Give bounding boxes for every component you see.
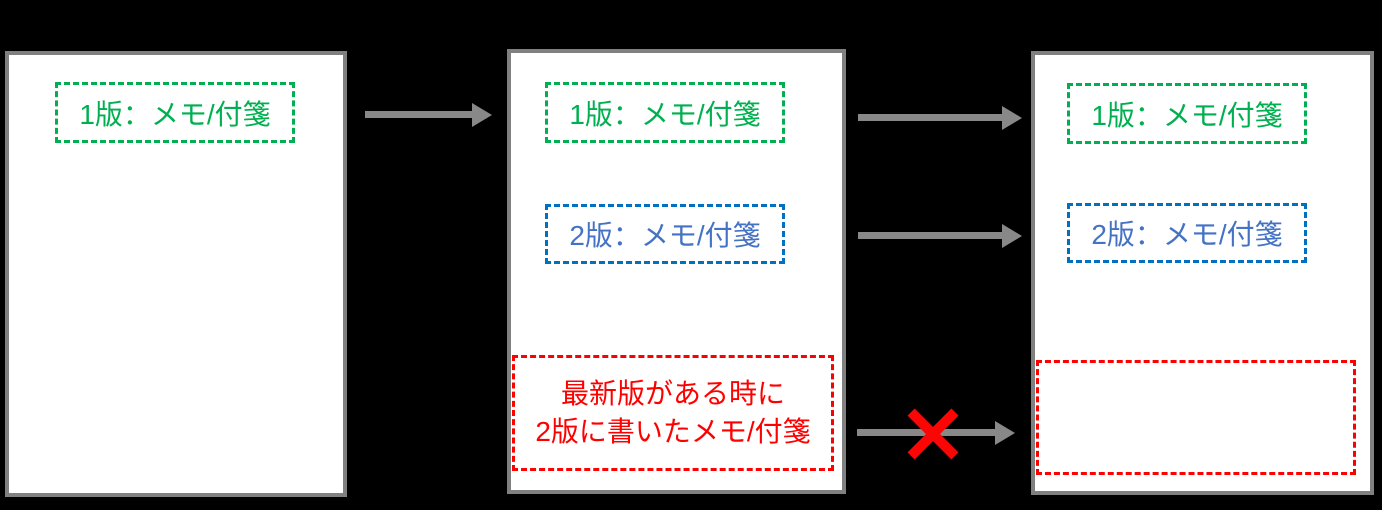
note-v1-memo-copy: 1版：メモ/付箋	[545, 82, 785, 143]
note-v1-memo: 1版：メモ/付箋	[55, 82, 295, 143]
panel-version2: 1版：メモ/付箋 2版：メモ/付箋 最新版がある時に 2版に書いたメモ/付箋	[507, 49, 846, 494]
note-v1-memo-label: 1版：メモ/付箋	[569, 98, 761, 130]
arrow-head	[472, 103, 492, 127]
note-stale-memo: 最新版がある時に 2版に書いたメモ/付箋	[512, 355, 834, 471]
red-cross-icon	[907, 408, 959, 460]
note-stale-memo-line2: 2版に書いたメモ/付箋	[535, 416, 811, 447]
panel-version3: 1版：メモ/付箋 2版：メモ/付箋	[1031, 51, 1374, 495]
note-v2-memo-label: 2版：メモ/付箋	[1091, 219, 1283, 250]
note-v2-memo-label: 2版：メモ/付箋	[569, 220, 761, 251]
arrow-shaft	[365, 111, 472, 118]
note-empty-red-box	[1036, 360, 1356, 475]
arrow-head	[1002, 224, 1022, 248]
note-v2-memo: 2版：メモ/付箋	[545, 204, 785, 264]
arrow-shaft	[858, 232, 1002, 239]
note-v1-memo-label: 1版：メモ/付箋	[79, 98, 271, 130]
arrow-right-icon-v1-to-v2	[365, 103, 492, 127]
note-stale-memo-line1: 最新版がある時に	[560, 377, 785, 409]
panel-version1: 1版：メモ/付箋	[5, 51, 347, 497]
arrow-head	[995, 421, 1015, 445]
arrow-shaft	[858, 114, 1002, 121]
note-stale-memo-label: 最新版がある時に 2版に書いたメモ/付箋	[535, 375, 810, 451]
note-v2-memo-carried: 2版：メモ/付箋	[1067, 203, 1307, 263]
note-v1-memo-carried: 1版：メモ/付箋	[1067, 83, 1307, 144]
note-v1-memo-label: 1版：メモ/付箋	[1091, 99, 1283, 131]
arrow-right-icon-v1-memo-forward	[858, 106, 1022, 130]
arrow-right-icon-v2-memo-forward	[858, 224, 1022, 248]
arrow-head	[1002, 106, 1022, 130]
